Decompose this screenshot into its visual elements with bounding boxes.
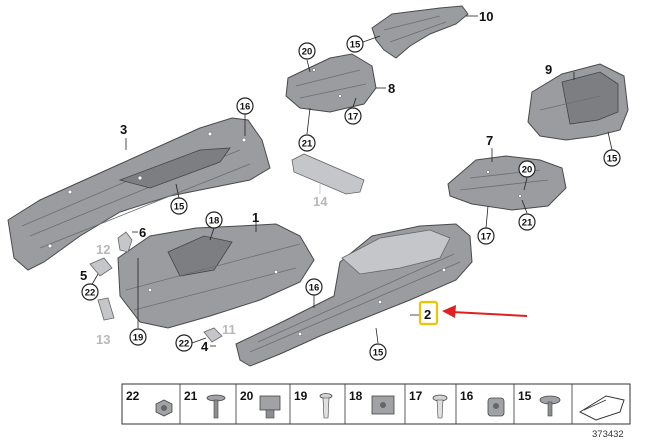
circle-15-left: 15 — [170, 183, 188, 215]
tray-label-15: 15 — [518, 389, 532, 403]
callout-3: 3 — [120, 122, 127, 137]
svg-text:22: 22 — [179, 339, 190, 350]
svg-text:16: 16 — [240, 102, 251, 113]
callout-12: 12 — [96, 242, 110, 257]
part-5-bracket — [89, 257, 113, 277]
callout-1: 1 — [252, 210, 259, 225]
svg-text:19: 19 — [133, 333, 144, 344]
tray-label-20: 20 — [240, 389, 254, 403]
part-13-strip — [97, 297, 115, 321]
part-8-panel — [285, 53, 377, 113]
callout-8: 8 — [388, 81, 395, 96]
part-10-cover — [371, 5, 469, 59]
push-rivet-icon — [319, 393, 333, 419]
part-1-tunnel-panel — [117, 223, 315, 329]
circle-17-top: 17 — [344, 97, 362, 125]
diagram-id: 373432 — [592, 429, 624, 440]
circle-21-right: 21 — [518, 199, 536, 231]
svg-text:21: 21 — [522, 218, 533, 229]
part-4-bracket — [203, 327, 223, 343]
circle-15-bottom: 15 — [369, 327, 387, 361]
tray-label-17: 17 — [409, 389, 423, 403]
circle-18: 18 — [205, 211, 223, 241]
circle-16-right: 16 — [305, 278, 323, 308]
grommet-nut-icon — [487, 397, 505, 417]
callout-10: 10 — [479, 9, 493, 24]
callout-9: 9 — [545, 62, 552, 77]
part-7-panel — [447, 155, 567, 211]
svg-text:20: 20 — [302, 47, 313, 58]
callout-11: 11 — [222, 322, 236, 337]
clip-nut-icon — [259, 395, 281, 419]
flange-screw-icon — [539, 395, 561, 417]
svg-text:15: 15 — [607, 154, 618, 165]
callout-2-highlight-box — [418, 300, 439, 326]
tray-label-18: 18 — [349, 389, 363, 403]
circle-15-right: 15 — [603, 131, 621, 167]
expanding-rivet-icon — [432, 394, 448, 419]
screw-washer-icon — [206, 394, 226, 419]
circle-20-top: 20 — [298, 42, 316, 73]
circle-19: 19 — [129, 258, 147, 346]
circle-22-left: 22 — [81, 273, 99, 301]
tray-label-16: 16 — [460, 389, 474, 403]
svg-text:18: 18 — [209, 216, 220, 227]
panel-wedge-icon — [578, 395, 625, 421]
svg-text:16: 16 — [309, 283, 320, 294]
circle-20-right: 20 — [518, 160, 536, 191]
circle-17-right: 17 — [477, 205, 495, 245]
svg-text:22: 22 — [85, 288, 96, 299]
callout-4: 4 — [201, 339, 209, 354]
callout-7: 7 — [486, 133, 493, 148]
tray-label-19: 19 — [294, 389, 308, 403]
tray-label-22: 22 — [126, 389, 140, 403]
red-arrow-icon — [442, 305, 528, 318]
callout-6: 6 — [139, 225, 146, 240]
callout-5: 5 — [80, 268, 87, 283]
part-14-strip — [291, 153, 365, 195]
svg-text:21: 21 — [302, 139, 313, 150]
part-2-underbody-panel — [235, 223, 473, 367]
tray-label-21: 21 — [184, 389, 198, 403]
svg-text:20: 20 — [522, 165, 533, 176]
callout-2: 2 — [424, 307, 431, 322]
callout-13: 13 — [96, 332, 110, 347]
circle-22-bottom: 22 — [175, 334, 207, 352]
spring-nut-icon — [371, 395, 395, 415]
nut-icon — [155, 399, 173, 417]
circle-21-top: 21 — [298, 107, 316, 152]
svg-text:17: 17 — [348, 112, 359, 123]
svg-text:15: 15 — [174, 202, 185, 213]
svg-text:17: 17 — [481, 232, 492, 243]
part-9-housing — [527, 63, 629, 141]
circle-15-top: 15 — [346, 35, 381, 53]
svg-text:15: 15 — [373, 348, 384, 359]
callout-14: 14 — [313, 194, 328, 209]
svg-text:15: 15 — [350, 40, 361, 51]
part-6-bracket — [117, 231, 133, 253]
part-3-underbody-panel — [7, 117, 271, 271]
circle-16-left: 16 — [236, 97, 254, 136]
